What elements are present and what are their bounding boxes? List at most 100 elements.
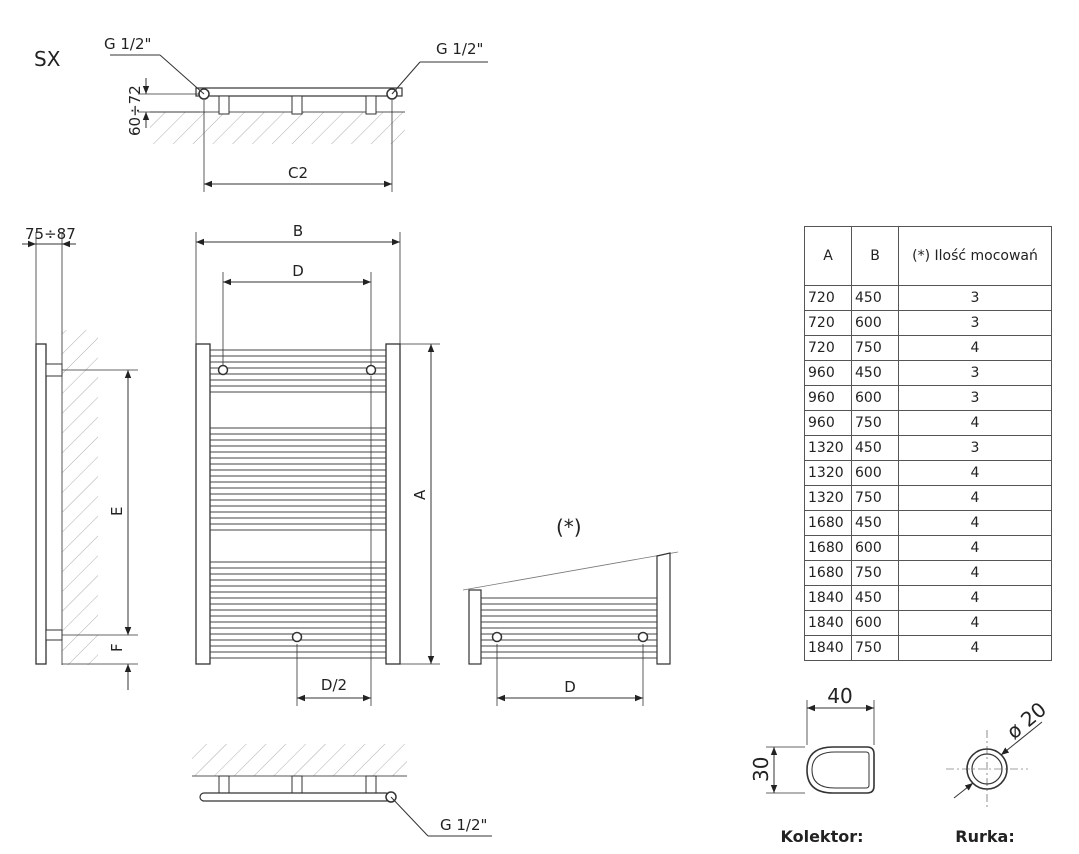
collector-label: Kolektor: xyxy=(780,827,863,846)
cell-mounts: 4 xyxy=(898,585,1052,611)
cell-mounts: 4 xyxy=(898,510,1052,536)
collector-width: 40 xyxy=(827,684,852,708)
cell-a: 1680 xyxy=(804,535,852,561)
cell-a: 1320 xyxy=(804,435,852,461)
cell-b: 750 xyxy=(851,410,899,436)
mount-point xyxy=(217,364,229,376)
cell-a: 1680 xyxy=(804,510,852,536)
cell-b: 750 xyxy=(851,485,899,511)
mount-view: (*) D xyxy=(462,515,679,706)
side-depth-label: 75÷87 xyxy=(25,225,76,243)
side-collector xyxy=(35,343,47,665)
cell-mounts: 4 xyxy=(898,535,1052,561)
thread-label-left: G 1/2" xyxy=(104,35,151,53)
cell-b: 600 xyxy=(851,385,899,411)
side-view: 75÷87 E F xyxy=(22,225,138,690)
tube-label: Rurka: xyxy=(955,827,1014,846)
cell-a: 1320 xyxy=(804,485,852,511)
cell-a: 960 xyxy=(804,410,852,436)
cell-mounts: 4 xyxy=(898,335,1052,361)
cell-mounts: 3 xyxy=(898,385,1052,411)
cell-b: 750 xyxy=(851,635,899,661)
mount-point xyxy=(491,631,503,643)
cell-b: 600 xyxy=(851,310,899,336)
front-view: B D A D/2 xyxy=(195,222,440,706)
collector-profile: 40 30 Kolektor: xyxy=(749,684,875,846)
e-label: E xyxy=(108,507,126,516)
table-header-row: A B (*) Ilość mocowań xyxy=(804,226,1052,286)
mount-rungs xyxy=(481,597,657,659)
d-half-label: D/2 xyxy=(321,676,347,694)
mount-d-label: D xyxy=(564,678,576,696)
cell-mounts: 3 xyxy=(898,285,1052,311)
tube-profile: ø 20 Rurka: xyxy=(946,697,1051,846)
note-label: (*) xyxy=(556,515,582,539)
header-b: B xyxy=(851,226,899,286)
a-label: A xyxy=(411,489,429,500)
cell-mounts: 3 xyxy=(898,435,1052,461)
cell-b: 600 xyxy=(851,535,899,561)
depth-label: 60÷72 xyxy=(126,85,144,136)
collector-right xyxy=(385,343,401,665)
cell-b: 450 xyxy=(851,585,899,611)
cell-mounts: 4 xyxy=(898,460,1052,486)
cell-mounts: 4 xyxy=(898,485,1052,511)
mount-point xyxy=(365,364,377,376)
cell-b: 450 xyxy=(851,360,899,386)
cell-a: 1320 xyxy=(804,460,852,486)
cell-a: 1680 xyxy=(804,560,852,586)
cell-b: 450 xyxy=(851,285,899,311)
cell-a: 720 xyxy=(804,310,852,336)
cell-a: 960 xyxy=(804,385,852,411)
bottom-wall-hatch xyxy=(192,744,407,776)
cell-b: 450 xyxy=(851,510,899,536)
cell-mounts: 3 xyxy=(898,360,1052,386)
side-wall-hatch xyxy=(62,330,98,665)
wall-hatch xyxy=(150,112,405,144)
bottom-view: G 1/2" xyxy=(192,744,492,837)
cell-mounts: 4 xyxy=(898,560,1052,586)
mount-point xyxy=(291,631,303,643)
cell-a: 1840 xyxy=(804,585,852,611)
cell-b: 450 xyxy=(851,435,899,461)
cell-a: 960 xyxy=(804,360,852,386)
c2-label: C2 xyxy=(288,164,308,182)
collector-left xyxy=(195,343,211,665)
model-label: SX xyxy=(34,47,61,71)
thread-label-right: G 1/2" xyxy=(436,40,483,58)
bottom-thread-label: G 1/2" xyxy=(440,816,487,834)
cell-b: 600 xyxy=(851,460,899,486)
cell-b: 750 xyxy=(851,560,899,586)
cell-b: 600 xyxy=(851,610,899,636)
cell-mounts: 4 xyxy=(898,635,1052,661)
mount-point xyxy=(637,631,649,643)
tube-diameter: ø 20 xyxy=(1002,697,1051,744)
top-view: G 1/2" G 1/2" 60÷72 C2 xyxy=(104,35,488,192)
cell-a: 720 xyxy=(804,335,852,361)
cell-a: 1840 xyxy=(804,635,852,661)
d-label: D xyxy=(292,262,304,280)
header-mounts: (*) Ilość mocowań xyxy=(898,226,1052,286)
f-label: F xyxy=(108,643,126,652)
cell-mounts: 4 xyxy=(898,610,1052,636)
cell-mounts: 3 xyxy=(898,310,1052,336)
header-a: A xyxy=(804,226,852,286)
collector-height: 30 xyxy=(749,757,773,782)
